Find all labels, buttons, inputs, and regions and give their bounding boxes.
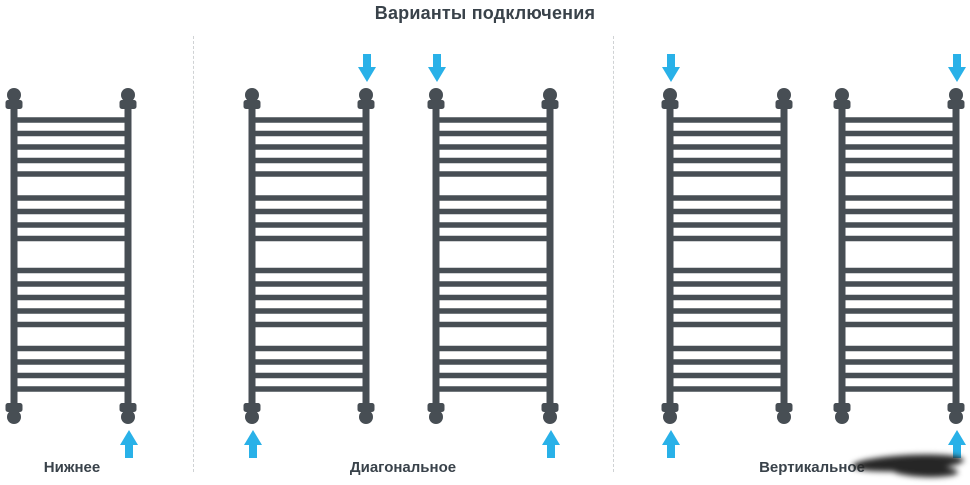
connection-arrow-top-left-down — [661, 54, 681, 82]
section-divider-right — [613, 36, 614, 472]
radiator-body — [5, 88, 137, 424]
section-bottom-connection — [0, 0, 193, 485]
section-label-vertical: Вертикальное — [759, 459, 865, 476]
section-label-diagonal: Диагональное — [349, 459, 457, 476]
down-arrow-icon — [662, 54, 680, 82]
connection-arrow-bottom-left-up — [243, 430, 263, 458]
section-label-bottom: Нижнее — [43, 459, 101, 476]
up-arrow-icon — [542, 430, 560, 458]
section-divider-left — [193, 36, 194, 472]
connection-arrow-bottom-right-up — [947, 430, 967, 458]
towel-rail-diagonal-1 — [240, 54, 378, 458]
connection-arrow-bottom-right-up — [541, 430, 561, 458]
down-arrow-icon — [948, 54, 966, 82]
radiator-body — [661, 88, 793, 424]
down-arrow-icon — [358, 54, 376, 82]
up-arrow-icon — [244, 430, 262, 458]
up-arrow-icon — [948, 430, 966, 458]
radiator-body — [243, 88, 375, 424]
section-diagonal-connection — [193, 0, 613, 485]
radiator-body — [427, 88, 559, 424]
connection-arrow-bottom-left-up — [661, 430, 681, 458]
towel-rail-vertical-2 — [830, 54, 968, 458]
connection-arrow-bottom-right-up — [119, 430, 139, 458]
towel-rail-diagonal-2 — [424, 54, 562, 458]
section-vertical-connection — [613, 0, 970, 485]
watermark-smudge — [850, 452, 970, 482]
towel-rail-bottom-1 — [2, 88, 140, 458]
radiator-body — [833, 88, 965, 424]
down-arrow-icon — [428, 54, 446, 82]
towel-rail-vertical-1 — [658, 54, 796, 458]
connection-arrow-top-right-down — [357, 54, 377, 82]
up-arrow-icon — [662, 430, 680, 458]
up-arrow-icon — [120, 430, 138, 458]
connection-arrow-top-left-down — [427, 54, 447, 82]
diagram-title: Варианты подключения — [374, 3, 596, 23]
connection-arrow-top-right-down — [947, 54, 967, 82]
